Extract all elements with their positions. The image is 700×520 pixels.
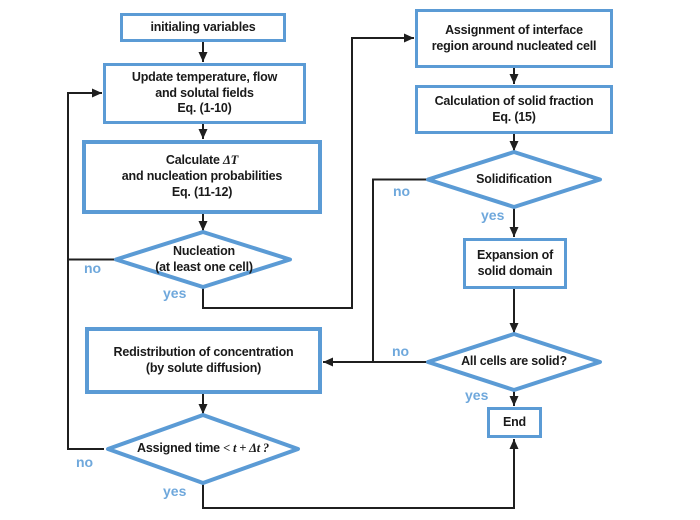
node-text-line: Solidification xyxy=(476,171,552,186)
delta-t-symbol: ΔT xyxy=(222,153,239,168)
node-text-line: (at least one cell) xyxy=(155,259,253,274)
node-text-line: Redistribution of concentration xyxy=(113,344,294,359)
edge-nucleation-yes-to-assignment xyxy=(202,33,414,309)
edge-assignedtime-no-loop-to-update xyxy=(67,88,104,450)
node-text-line: End xyxy=(502,414,526,429)
node-text-line: region around nucleated cell xyxy=(431,38,597,53)
time-condition-math: < t + Δt ? xyxy=(223,441,269,456)
branch-label-allcells-no: no xyxy=(392,343,410,359)
node-text-line: Calculation of solid fraction xyxy=(434,93,594,108)
node-text-line: Eq. (11-12) xyxy=(171,184,233,199)
node-text-line: Nucleation xyxy=(173,243,235,258)
decision-nucleation-label: Nucleation (at least one cell) xyxy=(117,232,291,287)
node-end: End xyxy=(487,407,542,438)
decision-assignedtime-label: Assigned time < t + Δt ? xyxy=(108,415,298,483)
decision-allcells-label: All cells are solid? xyxy=(428,334,600,390)
decision-assignedtime-shape xyxy=(106,413,300,485)
node-text-line: Expansion of xyxy=(476,247,554,262)
decision-nucleation-shape xyxy=(114,230,292,289)
branch-label-allcells-yes: yes xyxy=(465,387,489,403)
node-text-line: Eq. (1-10) xyxy=(177,101,232,116)
branch-label-assignedtime-yes: yes xyxy=(163,483,187,499)
node-redistribution-concentration: Redistribution of concentration (by solu… xyxy=(85,327,322,394)
node-initialing-variables: initialing variables xyxy=(120,13,286,42)
branch-label-solidification-yes: yes xyxy=(481,207,505,223)
edge-assignedtime-yes-to-end xyxy=(202,439,519,509)
node-text-line: Eq. (15) xyxy=(492,109,536,124)
decision-allcells-shape xyxy=(426,332,602,392)
node-text-line: and nucleation probabilities xyxy=(121,169,283,184)
node-text-line: initialing variables xyxy=(150,19,256,34)
node-calculate-undercooling: Calculate ΔT and nucleation probabilitie… xyxy=(82,140,322,214)
node-text-line: Assignment of interface xyxy=(445,22,583,37)
node-text-line: All cells are solid? xyxy=(461,354,567,369)
node-text-part: Assigned time xyxy=(137,441,224,456)
node-text-line: Assigned time < t + Δt ? xyxy=(137,441,269,457)
branch-label-assignedtime-no: no xyxy=(76,454,94,470)
node-expansion-solid-domain: Expansion of solid domain xyxy=(463,238,567,289)
decision-solidification-shape xyxy=(426,150,602,209)
node-update-fields: Update temperature, flow and solutal fie… xyxy=(103,63,306,124)
edge-solidification-no-join xyxy=(372,178,428,361)
node-text-line: Update temperature, flow xyxy=(131,69,278,84)
node-text-part: Calculate xyxy=(165,153,223,168)
decision-solidification-label: Solidification xyxy=(428,152,600,207)
node-text-line: and solutal fields xyxy=(155,85,254,100)
node-assignment-interface: Assignment of interface region around nu… xyxy=(415,9,613,68)
node-text-line: (by solute diffusion) xyxy=(145,360,262,375)
node-solid-fraction: Calculation of solid fraction Eq. (15) xyxy=(415,85,613,134)
branch-label-nucleation-yes: yes xyxy=(163,285,187,301)
branch-label-solidification-no: no xyxy=(393,183,411,199)
branch-label-nucleation-no: no xyxy=(84,260,102,276)
node-text-line: solid domain xyxy=(477,263,553,278)
node-text-line: Calculate ΔT xyxy=(166,153,238,169)
